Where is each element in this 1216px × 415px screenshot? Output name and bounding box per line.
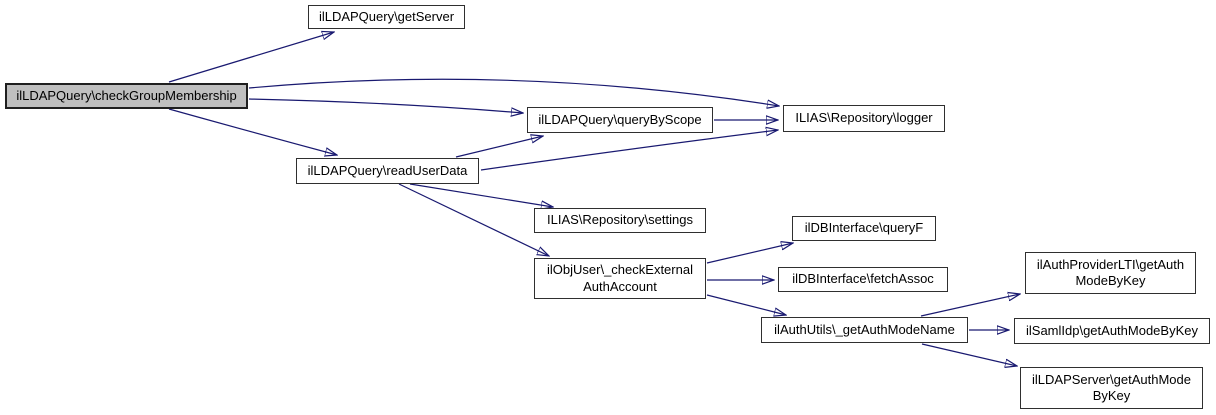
node-settings[interactable]: ILIAS\Repository\settings	[534, 208, 706, 233]
node-getAuthModeName[interactable]: ilAuthUtils\_getAuthModeName	[761, 317, 968, 343]
edge-checkExternalAuthAccount-getAuthModeName	[706, 294, 786, 315]
edge-checkGroupMembership-queryByScope	[248, 98, 523, 113]
node-queryByScope[interactable]: ilLDAPQuery\queryByScope	[527, 107, 713, 133]
edge-checkGroupMembership-logger	[248, 78, 779, 106]
node-queryF[interactable]: ilDBInterface\queryF	[792, 216, 936, 241]
node-samlGetAuthModeByKey[interactable]: ilSamlIdp\getAuthModeByKey	[1014, 318, 1210, 344]
edge-readUserData-queryByScope	[455, 136, 543, 158]
node-ldapGetAuthModeByKey[interactable]: ilLDAPServer\getAuthMode ByKey	[1020, 367, 1203, 409]
node-fetchAssoc[interactable]: ilDBInterface\fetchAssoc	[778, 267, 948, 292]
edge-readUserData-settings	[409, 183, 553, 207]
node-getServer[interactable]: ilLDAPQuery\getServer	[308, 5, 465, 29]
edge-checkGroupMembership-readUserData	[168, 108, 337, 155]
edge-readUserData-logger	[480, 130, 778, 171]
edge-checkExternalAuthAccount-queryF	[706, 243, 793, 264]
node-checkGroupMembership[interactable]: ilLDAPQuery\checkGroupMembership	[5, 83, 248, 109]
node-ltiGetAuthModeByKey[interactable]: ilAuthProviderLTI\getAuth ModeByKey	[1025, 252, 1196, 294]
edge-checkGroupMembership-getServer	[168, 32, 334, 83]
node-checkExternalAuthAccount[interactable]: ilObjUser\_checkExternal AuthAccount	[534, 258, 706, 299]
edge-readUserData-checkExternalAuthAccount	[398, 183, 549, 256]
node-logger[interactable]: ILIAS\Repository\logger	[783, 105, 945, 132]
node-readUserData[interactable]: ilLDAPQuery\readUserData	[296, 158, 479, 184]
edge-getAuthModeName-ldapGetAuthModeByKey	[921, 343, 1017, 366]
edge-getAuthModeName-ltiGetAuthModeByKey	[920, 294, 1020, 317]
